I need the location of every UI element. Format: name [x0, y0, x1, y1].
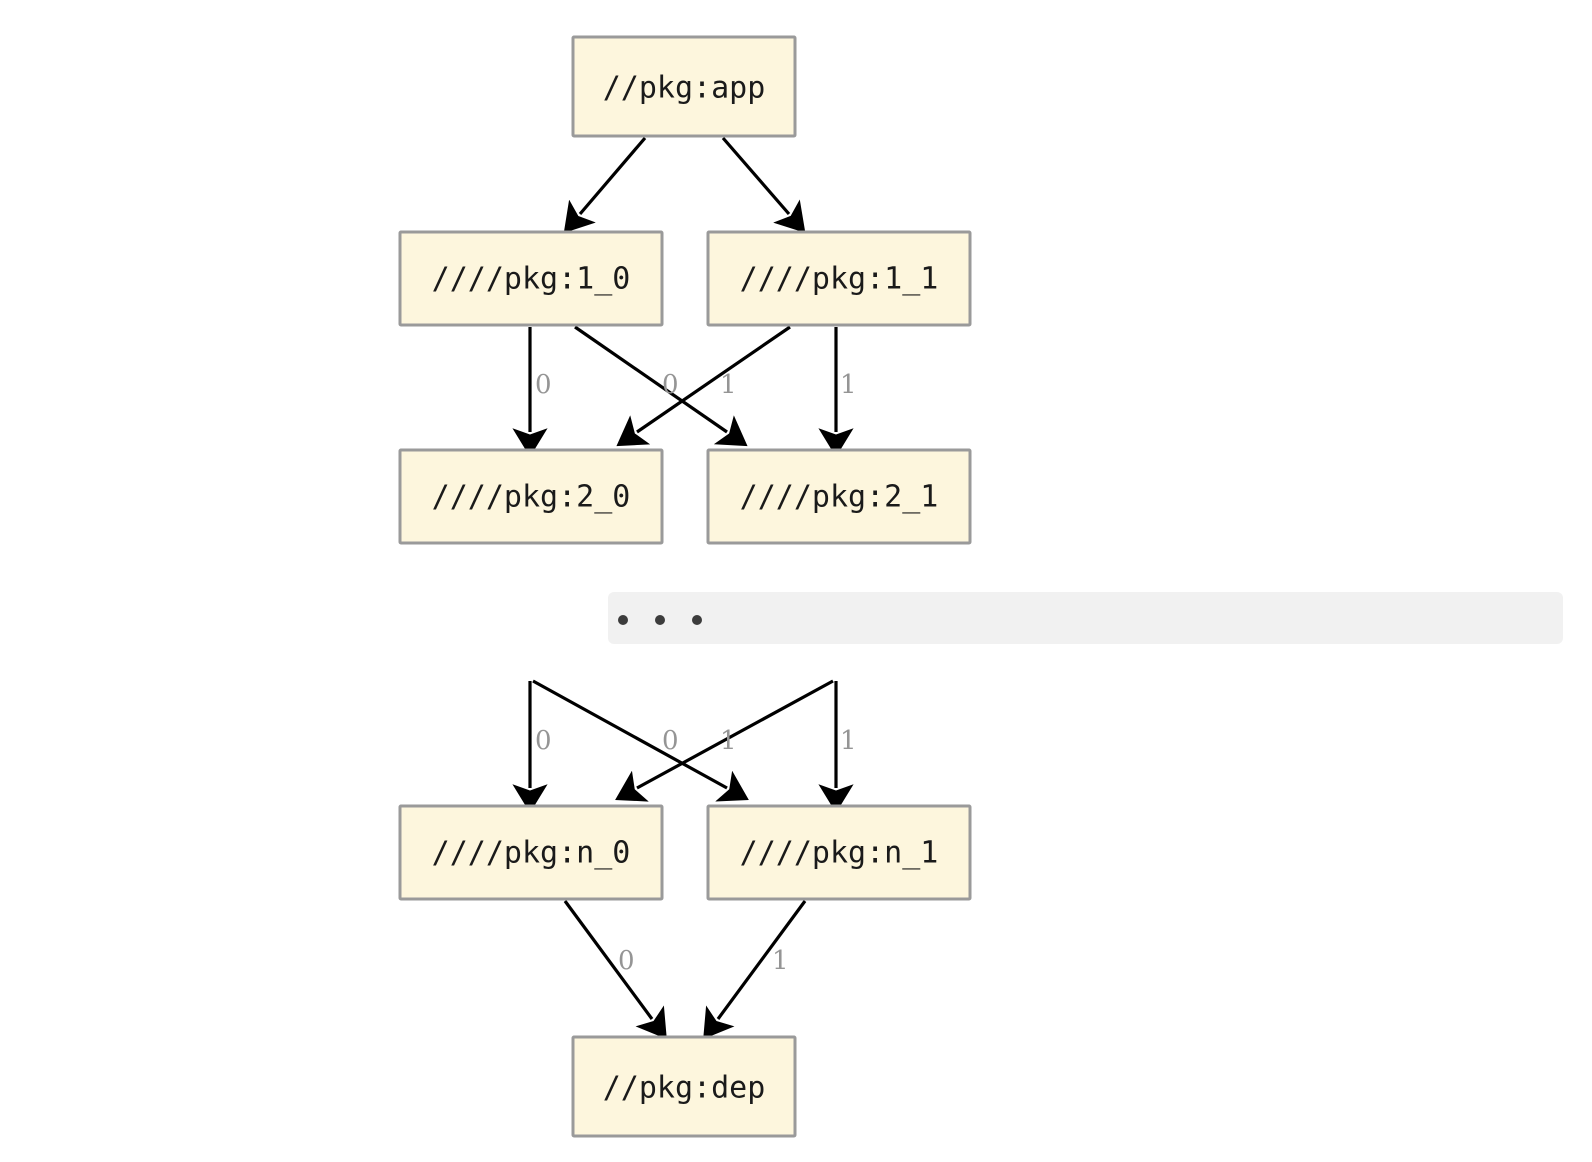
ellipsis-separator	[608, 592, 1563, 644]
node-1_0-label: ////pkg:1_0	[432, 262, 631, 297]
node-2_1[interactable]: ////pkg:2_1	[706, 448, 972, 545]
ellipsis-dot-2	[655, 615, 665, 625]
node-app[interactable]: //pkg:app	[571, 35, 797, 138]
edge-label-1_0-2_0: 0	[535, 370, 552, 400]
node-1_1[interactable]: ////pkg:1_1	[706, 230, 972, 327]
edge-1_0-to-2_1	[574, 325, 748, 447]
edge-app-to-1_0	[563, 136, 647, 233]
edge-dangling-right-to-n_0	[615, 679, 834, 802]
node-n_0-label: ////pkg:n_0	[432, 836, 631, 871]
node-2_0-label: ////pkg:2_0	[432, 480, 631, 515]
edge-label-dangling-left-n_1: 0	[662, 726, 679, 756]
edge-app-to-1_1	[721, 136, 806, 233]
ellipsis-band-background	[608, 592, 1563, 644]
edge-label-dangling-right-n_1: 1	[840, 726, 857, 756]
node-app-rect[interactable]	[571, 35, 797, 138]
node-dep-label: //pkg:dep	[603, 1071, 766, 1106]
ellipsis-dot-1	[618, 615, 628, 625]
edge-label-dangling-right-n_0: 1	[720, 726, 737, 756]
node-1_0-rect[interactable]	[398, 230, 664, 327]
edge-label-dangling-left-n_0: 0	[535, 726, 552, 756]
node-2_1-label: ////pkg:2_1	[740, 480, 939, 515]
edge-label-1_1-2_0: 1	[720, 370, 737, 400]
node-app-label: //pkg:app	[603, 71, 766, 106]
node-n_0-rect[interactable]	[398, 804, 664, 901]
edge-label-n_1-dep: 1	[772, 946, 789, 976]
edge-n_1-to-dep	[703, 900, 807, 1040]
edge-label-group: 0 0 1 1 0 0 1 1 0 1	[535, 370, 857, 976]
node-2_1-rect[interactable]	[706, 448, 972, 545]
edge-group-bottom	[512, 679, 854, 1040]
node-2_0[interactable]: ////pkg:2_0	[398, 448, 664, 545]
node-n_0[interactable]: ////pkg:n_0	[398, 804, 664, 901]
node-n_1-label: ////pkg:n_1	[740, 836, 939, 871]
edge-label-1_0-2_1: 0	[662, 370, 679, 400]
node-dep-rect[interactable]	[571, 1035, 797, 1138]
edge-label-1_1-2_1: 1	[840, 370, 857, 400]
edge-group-top	[512, 136, 854, 457]
edge-dangling-left-to-n_1	[532, 679, 749, 802]
node-1_1-rect[interactable]	[706, 230, 972, 327]
node-n_1-rect[interactable]	[706, 804, 972, 901]
node-dep[interactable]: //pkg:dep	[571, 1035, 797, 1138]
edge-1_1-to-2_0	[616, 325, 791, 447]
edge-label-n_0-dep: 0	[618, 946, 635, 976]
node-1_0[interactable]: ////pkg:1_0	[398, 230, 664, 327]
node-2_0-rect[interactable]	[398, 448, 664, 545]
node-1_1-label: ////pkg:1_1	[740, 262, 939, 297]
node-n_1[interactable]: ////pkg:n_1	[706, 804, 972, 901]
edge-n_0-to-dep	[563, 900, 667, 1040]
ellipsis-dot-3	[692, 615, 702, 625]
